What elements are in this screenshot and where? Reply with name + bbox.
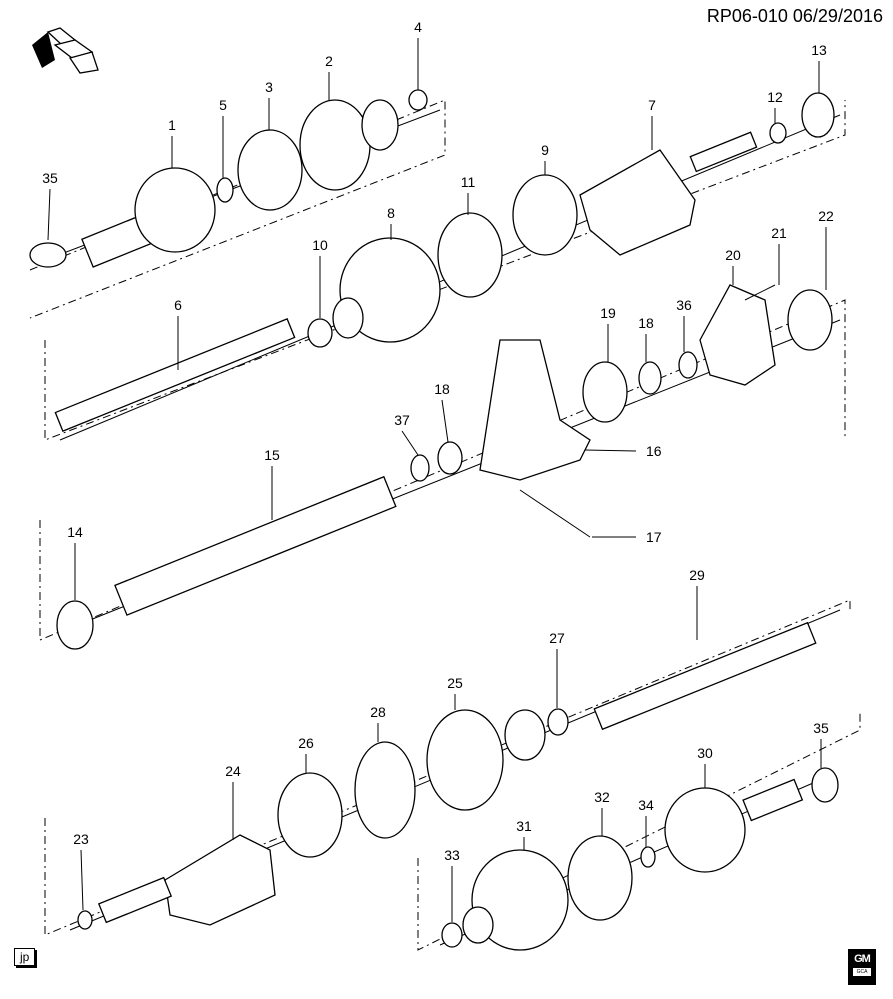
callout-31: 31 (516, 818, 532, 834)
callout-20: 20 (725, 247, 741, 263)
callout-28: 28 (370, 704, 386, 720)
jp-badge: jp (14, 948, 36, 966)
bushing-retainer (437, 212, 503, 298)
bearing-housing-plate (699, 284, 776, 386)
callout-26: 26 (298, 735, 314, 751)
boot-25 (426, 709, 546, 811)
callout-35: 35 (42, 170, 58, 186)
callout-2: 2 (325, 53, 333, 69)
boot-clamp (307, 318, 333, 348)
callout-leader (584, 449, 637, 452)
callout-18: 18 (638, 315, 654, 331)
callout-7: 7 (648, 97, 656, 113)
callout-29: 29 (689, 567, 705, 583)
callout-10: 10 (312, 237, 328, 253)
boot-clamp-large (237, 129, 303, 211)
intermediate-shaft (114, 475, 397, 616)
callout-5: 5 (219, 97, 227, 113)
clamp (512, 174, 578, 256)
outer-cv-joint-30 (664, 778, 804, 873)
clamp-33 (441, 922, 463, 948)
callout-25: 25 (447, 675, 463, 691)
callout-12: 12 (767, 89, 783, 105)
callout-3: 3 (265, 79, 273, 95)
snap-ring (769, 122, 787, 144)
seal-2 (787, 289, 833, 351)
clamp-26 (277, 772, 343, 858)
callout-30: 30 (697, 745, 713, 761)
callout-9: 9 (541, 142, 549, 158)
ring-34 (640, 846, 656, 868)
clamp-27 (547, 708, 569, 736)
bearing (582, 361, 628, 423)
callout-17: 17 (646, 529, 662, 545)
callout-22: 22 (818, 208, 834, 224)
seal (801, 92, 835, 138)
callout-23: 23 (73, 831, 89, 847)
retaining-ring (216, 177, 234, 203)
callout-15: 15 (264, 447, 280, 463)
callout-13: 13 (811, 42, 827, 58)
callout-leader (47, 188, 51, 241)
callout-24: 24 (225, 763, 241, 779)
callout-1: 1 (168, 117, 176, 133)
clamp-32 (567, 835, 633, 921)
seal-14 (56, 600, 94, 650)
callout-labels: 3515324791112138106212022191836371816151… (42, 19, 834, 922)
bolt-17 (519, 489, 591, 538)
callout-34: 34 (638, 797, 654, 813)
tripot-housing (579, 131, 758, 256)
retainer-28 (354, 741, 416, 839)
callout-32: 32 (594, 789, 610, 805)
callout-21: 21 (771, 225, 787, 241)
ring-37 (410, 454, 430, 482)
callout-6: 6 (174, 297, 182, 313)
callout-4: 4 (414, 19, 422, 35)
outer-cv-joint (29, 167, 216, 268)
callout-19: 19 (600, 305, 616, 321)
callout-11: 11 (461, 174, 476, 190)
callout-37: 37 (394, 412, 410, 428)
callout-leader (401, 430, 419, 456)
shaft (54, 318, 296, 432)
inner-boot (332, 237, 441, 343)
callout-14: 14 (67, 524, 83, 540)
ring-23 (77, 910, 93, 930)
boot-clamp-small (408, 89, 428, 111)
callout-18: 18 (434, 381, 450, 397)
callout-16: 16 (646, 443, 662, 459)
diagram-reference: RP06-010 06/29/2016 (706, 6, 883, 26)
bearing-retainer-ring (638, 361, 662, 395)
outer-boot (299, 99, 399, 191)
callout-27: 27 (549, 630, 565, 646)
front-direction-icon (32, 27, 99, 74)
callout-8: 8 (387, 205, 395, 221)
bolt (744, 284, 776, 301)
callout-35: 35 (813, 720, 829, 736)
ring (678, 351, 698, 379)
callout-leader (80, 849, 84, 911)
inner-shaft (593, 621, 817, 731)
retainer-18 (437, 441, 463, 475)
callout-leader (441, 399, 449, 443)
gm-logo: GM GCA (848, 949, 876, 985)
bracket (479, 339, 591, 481)
callout-36: 36 (676, 297, 692, 313)
callout-33: 33 (444, 847, 460, 863)
boot-31 (462, 849, 569, 951)
tripot-housing-24 (97, 834, 276, 926)
nut-35 (811, 767, 839, 803)
